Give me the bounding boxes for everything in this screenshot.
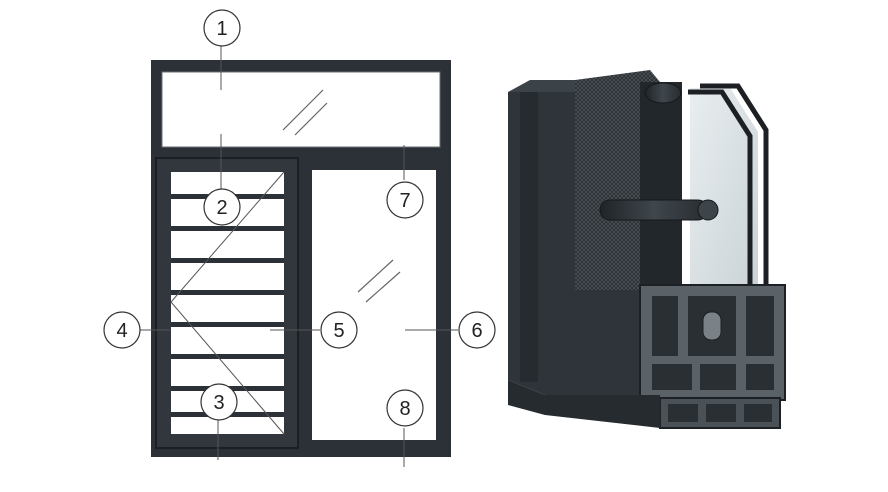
callout-3: 3 — [200, 383, 238, 421]
glass-pane-outer — [700, 83, 769, 298]
glass-mark-top-2 — [294, 102, 328, 136]
frame-face — [508, 92, 660, 395]
svg-text:8: 8 — [399, 398, 410, 420]
sash-bar-end — [697, 199, 719, 221]
callout-4: 4 — [103, 311, 141, 349]
leader-lines — [140, 46, 458, 467]
callout-6: 6 — [458, 311, 496, 349]
transom-glass — [161, 71, 441, 148]
base-chamber-3 — [744, 404, 772, 422]
callout-1: 1 — [203, 9, 241, 47]
svg-text:7: 7 — [399, 190, 410, 212]
sash-bar — [599, 199, 709, 221]
svg-text:3: 3 — [213, 392, 224, 414]
glazing-unit — [690, 88, 758, 298]
callout-2: 2 — [203, 188, 241, 226]
callout-7: 7 — [386, 181, 424, 219]
base-chamber-1 — [668, 404, 698, 422]
svg-text:4: 4 — [116, 320, 127, 342]
thermal-break — [702, 311, 722, 341]
insect-mesh — [575, 70, 660, 290]
callout-5: 5 — [320, 311, 358, 349]
profile-cross-section — [508, 70, 786, 429]
callout-8: 8 — [386, 389, 424, 427]
opening-indicator — [170, 171, 285, 435]
callouts: 1 2 3 4 5 6 7 8 — [103, 9, 496, 427]
svg-text:5: 5 — [333, 320, 344, 342]
svg-text:2: 2 — [216, 197, 227, 219]
svg-text:6: 6 — [471, 320, 482, 342]
glass-mark-right-2 — [365, 271, 401, 303]
glass-mark-top — [282, 89, 324, 131]
glass-mark-right — [357, 259, 394, 293]
profile-chambers — [652, 296, 774, 390]
sash-rail — [640, 82, 682, 290]
glass-pane-inner — [688, 89, 753, 298]
frame-inner-edge — [520, 92, 538, 382]
sash-gasket-top — [644, 82, 682, 104]
svg-text:1: 1 — [216, 18, 227, 40]
frame-bottom-bevel — [508, 380, 660, 428]
base-chamber-2 — [706, 404, 736, 422]
